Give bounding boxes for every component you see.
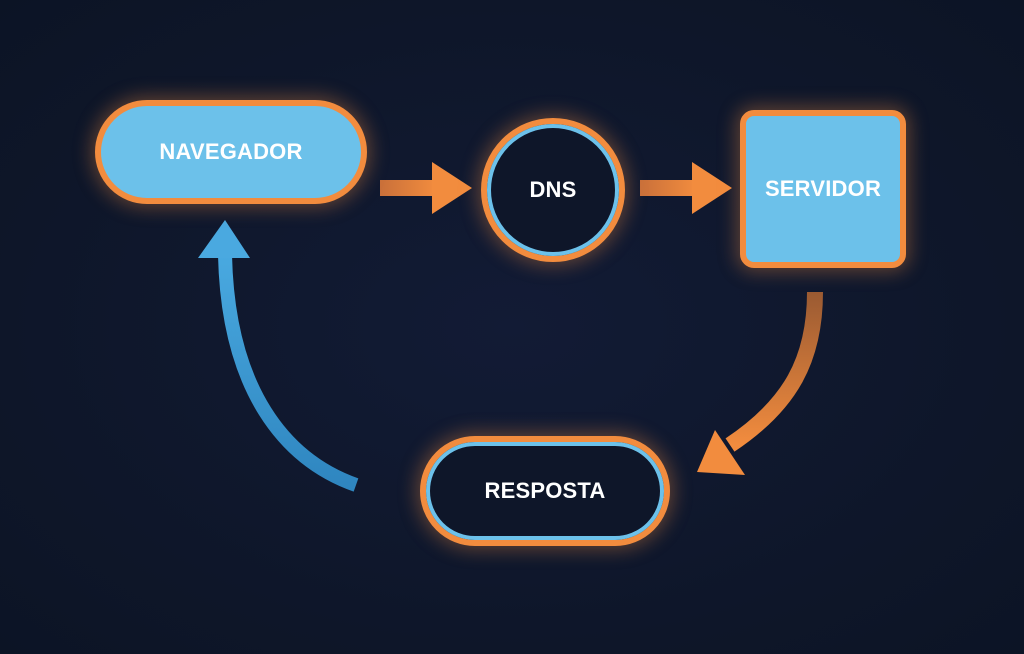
- node-resposta[interactable]: RESPOSTA: [420, 436, 670, 546]
- node-resposta-label: RESPOSTA: [484, 478, 606, 503]
- arrow-servidor-to-resposta: [697, 291, 823, 475]
- arrow-resposta-to-navegador: [198, 220, 359, 492]
- node-dns[interactable]: DNS: [481, 118, 625, 262]
- arrow-navegador-to-dns: [380, 162, 472, 214]
- node-navegador[interactable]: NAVEGADOR: [95, 100, 367, 204]
- node-servidor[interactable]: SERVIDOR: [740, 110, 906, 268]
- node-servidor-label: SERVIDOR: [764, 176, 882, 201]
- arrow-dns-to-servidor: [640, 162, 732, 214]
- node-dns-label: DNS: [529, 177, 577, 202]
- node-navegador-label: NAVEGADOR: [159, 139, 303, 164]
